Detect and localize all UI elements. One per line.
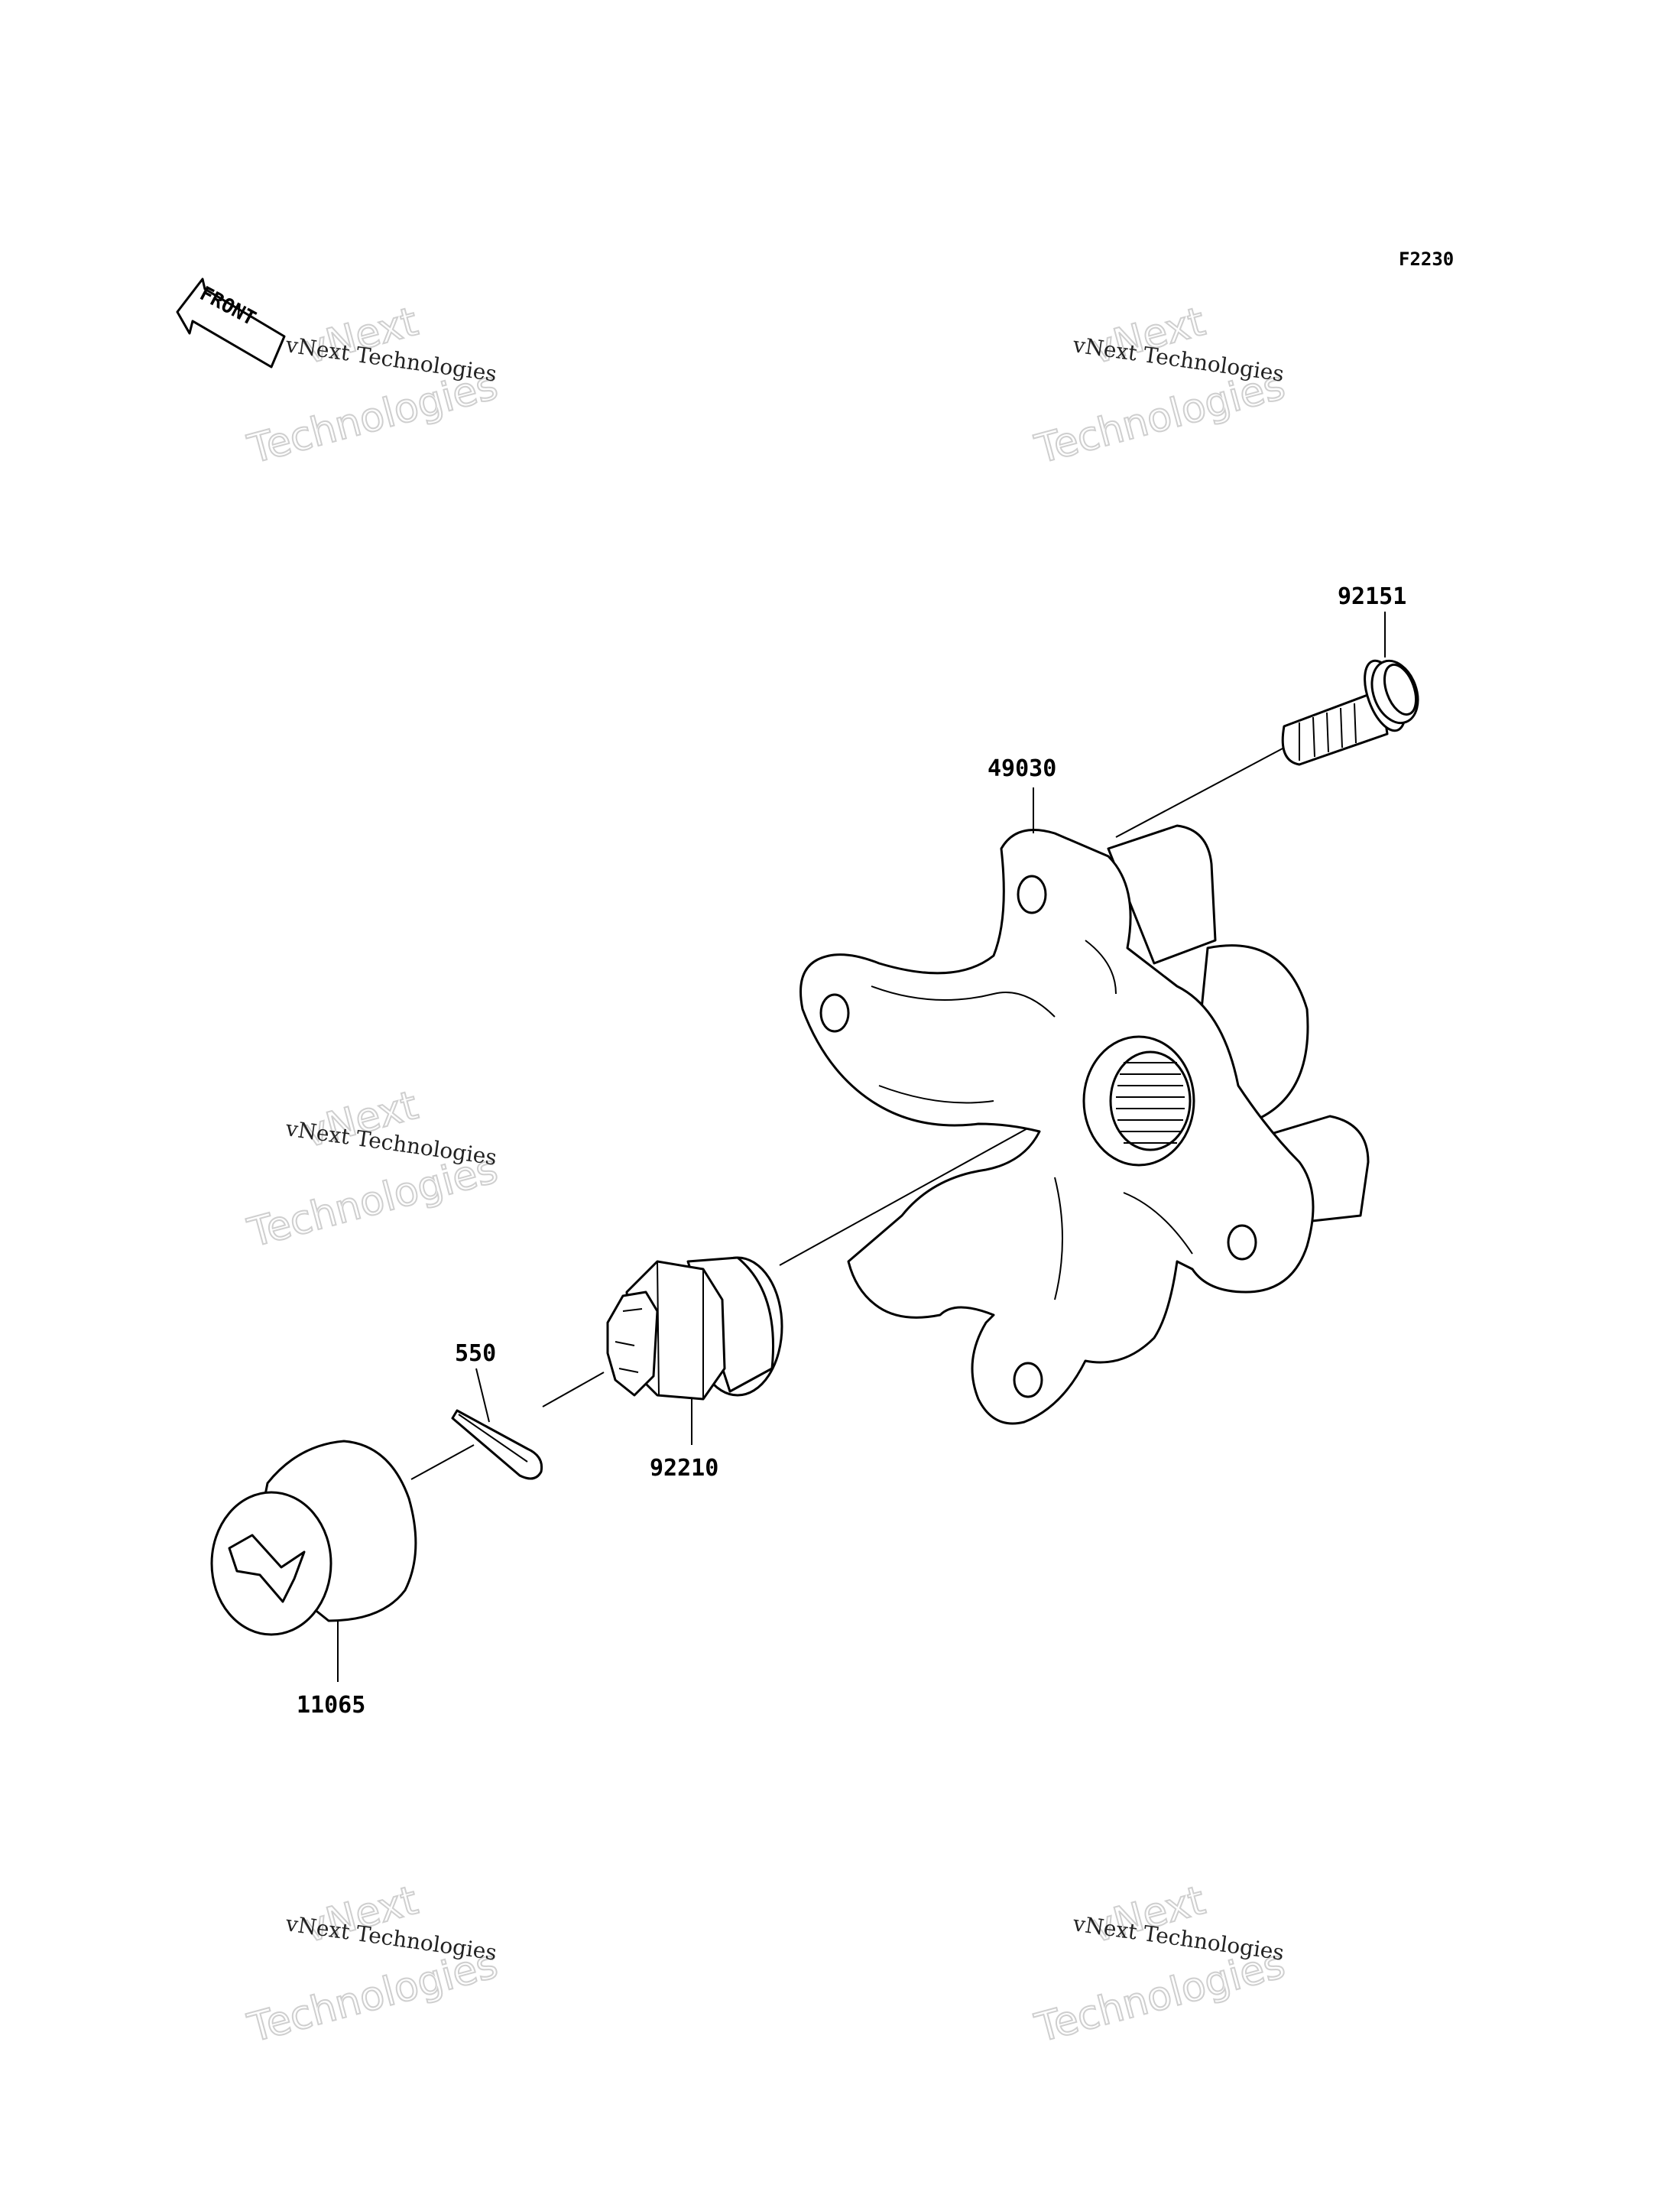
wheel-hub-part[interactable] bbox=[799, 824, 1370, 1425]
castle-nut-part[interactable] bbox=[606, 1256, 783, 1401]
part-number-92210[interactable]: 92210 bbox=[650, 1455, 718, 1482]
part-number-49030[interactable]: 49030 bbox=[988, 755, 1056, 782]
cotter-pin-part[interactable] bbox=[451, 1409, 543, 1480]
watermark-bottom-right: vNext Technologies vNext Technologies bbox=[1030, 1877, 1290, 2053]
watermark-top-right: vNext Technologies vNext Technologies bbox=[1030, 298, 1290, 474]
diagram-code: F2230 bbox=[1399, 248, 1454, 270]
part-number-11065[interactable]: 11065 bbox=[297, 1692, 365, 1719]
watermark-top-left: vNext Technologies vNext Technologies bbox=[242, 298, 503, 474]
leader-550 bbox=[475, 1368, 490, 1423]
axis-line-bolt bbox=[1115, 747, 1285, 838]
axis-line-cap bbox=[410, 1444, 475, 1480]
part-number-550[interactable]: 550 bbox=[455, 1340, 496, 1367]
axis-line-nut bbox=[542, 1372, 605, 1407]
hub-bolt-part[interactable] bbox=[1281, 654, 1425, 766]
hub-cap-part[interactable] bbox=[210, 1440, 417, 1636]
front-arrow-icon: FRONT bbox=[176, 278, 286, 368]
watermark-bottom-left: vNext Technologies vNext Technologies bbox=[242, 1877, 503, 2053]
watermark-mid-left: vNext Technologies vNext Technologies bbox=[242, 1082, 503, 1258]
part-number-92151[interactable]: 92151 bbox=[1338, 583, 1406, 610]
